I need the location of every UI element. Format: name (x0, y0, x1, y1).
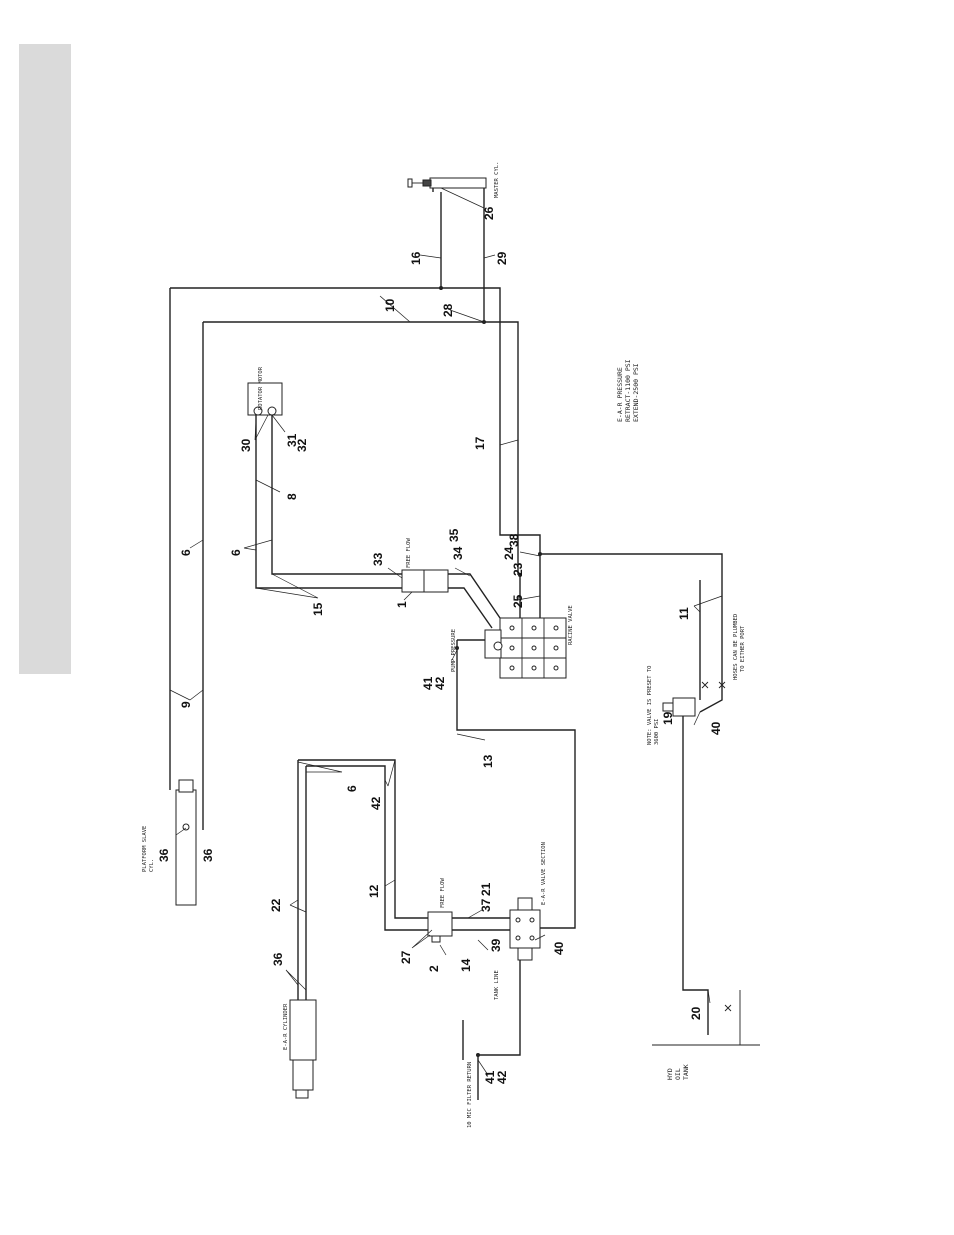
master-cylinder (407, 177, 487, 189)
flow-divider-upper (401, 569, 449, 593)
callout-17: 17 (473, 436, 487, 450)
callout-39: 39 (489, 938, 503, 952)
callout-41b: 41 (483, 1070, 497, 1084)
callout-42c: 42 (495, 1070, 509, 1084)
callout-22: 22 (269, 898, 283, 912)
callout-42b: 42 (369, 796, 383, 810)
callout-36b: 36 (201, 848, 215, 862)
callout-12: 12 (367, 884, 381, 898)
pressure-title: E-A-R PRESSURE (616, 367, 624, 422)
callout-16: 16 (409, 251, 423, 265)
callout-25: 25 (511, 594, 525, 608)
callout-26: 26 (482, 206, 496, 220)
callout-42a: 42 (433, 676, 447, 690)
pump-pressure-label: PUMP PRESSURE (451, 629, 457, 672)
callout-14: 14 (459, 958, 473, 972)
hose-lines (169, 181, 760, 1100)
racine-valve-label: RACINE VALVE (568, 605, 574, 645)
callout-21: 21 (479, 882, 493, 896)
callout-2: 2 (427, 965, 441, 972)
callout-8: 8 (285, 493, 299, 500)
hoses-note-2: TO EITHER PORT (740, 625, 746, 672)
hoses-note-1: HOSES CAN BE PLUMBED (733, 614, 739, 680)
callout-32: 32 (295, 438, 309, 452)
callout-6c: 6 (345, 785, 359, 792)
callout-23: 23 (511, 562, 525, 576)
ear-valve-section (509, 897, 541, 961)
callout-37: 37 (479, 898, 493, 912)
callout-36a: 36 (157, 848, 171, 862)
callout-13: 13 (481, 754, 495, 768)
callout-34: 34 (451, 546, 465, 560)
callout-15: 15 (311, 602, 325, 616)
ear-valve-section-label: E-A-R VALVE SECTION (541, 842, 547, 905)
callout-20: 20 (689, 1006, 703, 1020)
master-cyl-label: MASTER CYL. (494, 162, 500, 198)
free-flow-lower-label: FREE FLOW (440, 878, 446, 908)
callout-6b: 6 (229, 549, 243, 556)
hyd-tank-label-1: HYD (666, 1068, 674, 1080)
callout-31: 31 (285, 433, 299, 447)
filter-label: 10 MIC FILTER RETURN (467, 1062, 473, 1128)
platform-slave-label-2: CYL. (149, 859, 155, 872)
relief-valve (662, 697, 696, 717)
callout-10: 10 (383, 298, 397, 312)
callout-41a: 41 (421, 676, 435, 690)
callout-1: 1 (395, 601, 409, 608)
callout-19: 19 (661, 711, 675, 725)
rotator-motor-label: ROTATOR MOTOR (258, 366, 264, 410)
callout-6a: 6 (179, 549, 193, 556)
relief-note-1: NOTE: VALVE IS PRESET TO (647, 666, 653, 745)
callout-9: 9 (179, 701, 193, 708)
platform-slave-cylinder (175, 779, 197, 906)
platform-slave-label-1: PLATFORM SLAVE (142, 826, 148, 872)
callout-28: 28 (441, 303, 455, 317)
callout-11: 11 (677, 607, 691, 620)
pressure-extend: EXTEND-2500 PSI (632, 363, 640, 422)
ear-cylinder (289, 999, 317, 1099)
racine-valve (484, 617, 567, 679)
relief-note-2: 3600 PSI (654, 719, 660, 746)
pressure-retract: RETRACT-1100 PSI (624, 359, 632, 422)
callout-38: 38 (507, 533, 521, 547)
flow-divider-lower (427, 911, 453, 943)
callout-33: 33 (371, 552, 385, 566)
text-labels: MASTER CYL. ROTATOR MOTOR E-A-R PRESSURE… (142, 162, 746, 1128)
callout-30: 30 (239, 438, 253, 452)
ear-cylinder-label: E-A-R CYLINDER (283, 1003, 289, 1050)
callout-40a: 40 (709, 721, 723, 735)
callout-27: 27 (399, 950, 413, 964)
leader-lines (169, 187, 723, 1076)
free-flow-upper-label: FREE FLOW (406, 538, 412, 568)
tank-line-label: TANK LINE (494, 970, 500, 1000)
callout-35: 35 (447, 528, 461, 542)
rotator-motor (247, 382, 283, 416)
callout-36c: 36 (271, 952, 285, 966)
hyd-tank-label-3: TANK (682, 1064, 690, 1080)
page-side-tab (19, 44, 71, 674)
hyd-tank-label-2: OIL (674, 1068, 682, 1080)
callout-29: 29 (495, 251, 509, 265)
callout-24: 24 (502, 546, 516, 560)
callout-40b: 40 (552, 941, 566, 955)
part-callouts: 26 16 29 10 28 30 31 32 8 17 6 6 35 24 3… (157, 206, 723, 1084)
